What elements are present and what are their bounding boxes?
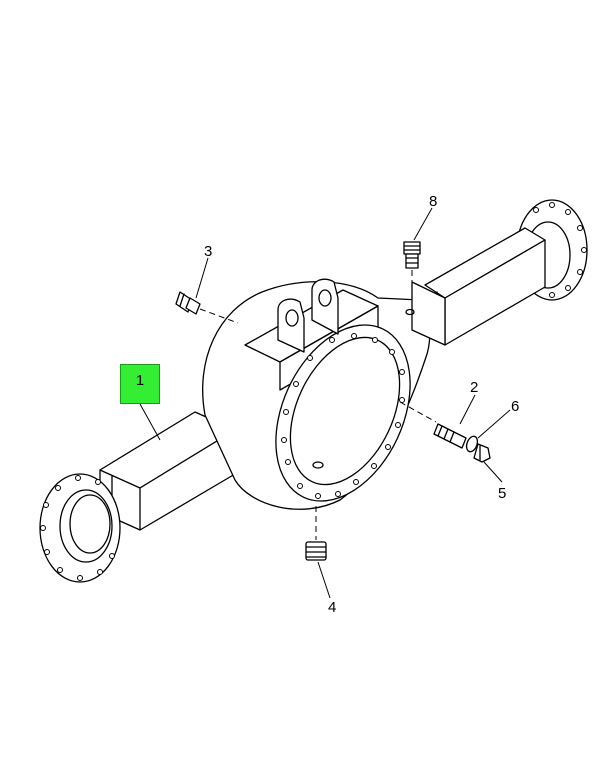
callout-3: 3 — [204, 243, 212, 260]
callout-2: 2 — [470, 379, 478, 396]
breather-fitting-part-8 — [403, 241, 421, 310]
mounting-lug-right — [311, 278, 339, 335]
callout-1-highlight[interactable] — [120, 364, 160, 404]
axle-banjo-housing — [202, 281, 446, 510]
callout-1[interactable]: 1 — [135, 372, 145, 389]
callout-4: 4 — [328, 599, 336, 616]
callout-5: 5 — [498, 485, 506, 502]
nut-part-5 — [473, 443, 491, 463]
callout-6: 6 — [511, 398, 519, 415]
callout-8: 8 — [429, 193, 437, 210]
mounting-lug-left — [277, 298, 305, 353]
drain-plug-part-4 — [305, 506, 327, 561]
left-axle-flange — [39, 473, 121, 583]
leader-lines — [139, 207, 511, 599]
stud-part-2 — [399, 401, 467, 449]
right-axle-tube — [424, 227, 546, 346]
washer-part-6 — [465, 435, 479, 453]
plug-part-3 — [175, 291, 239, 324]
